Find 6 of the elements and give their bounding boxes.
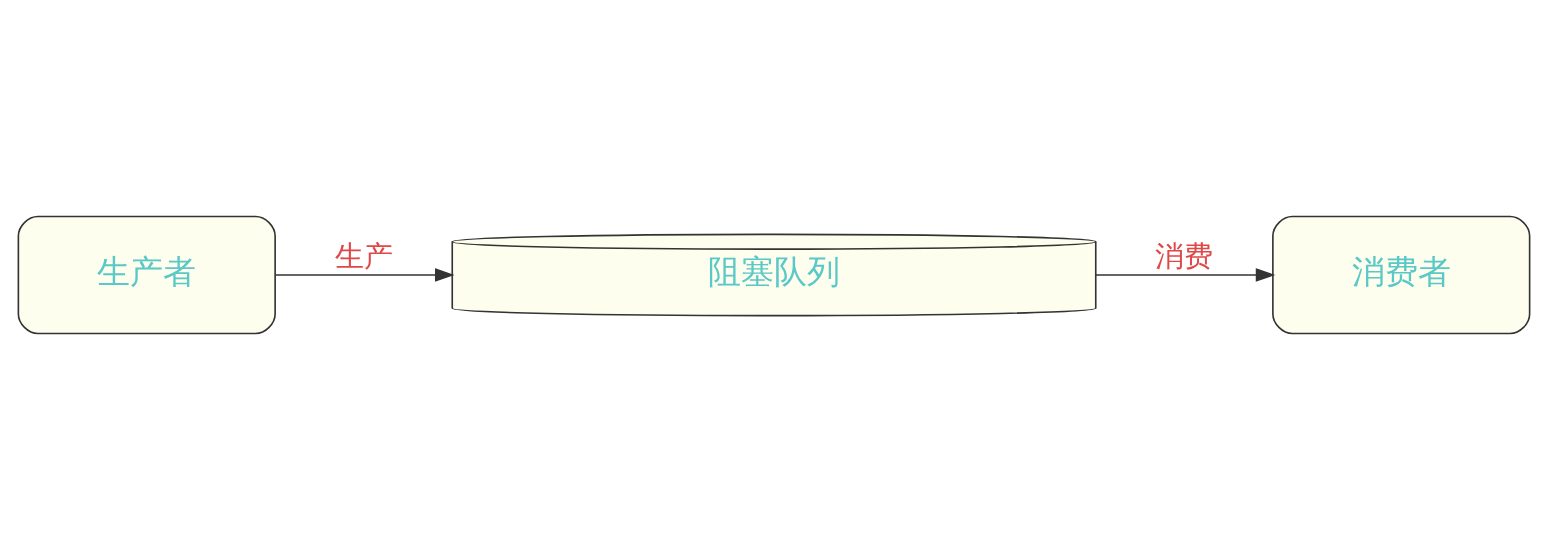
arrow <box>1095 268 1276 282</box>
node-box: 生产者 <box>17 215 276 335</box>
edge-label: 生产 <box>334 238 393 273</box>
arrow <box>274 268 455 282</box>
node-box: 消费者 <box>1272 215 1531 335</box>
edge-label: 消费 <box>1155 238 1214 273</box>
